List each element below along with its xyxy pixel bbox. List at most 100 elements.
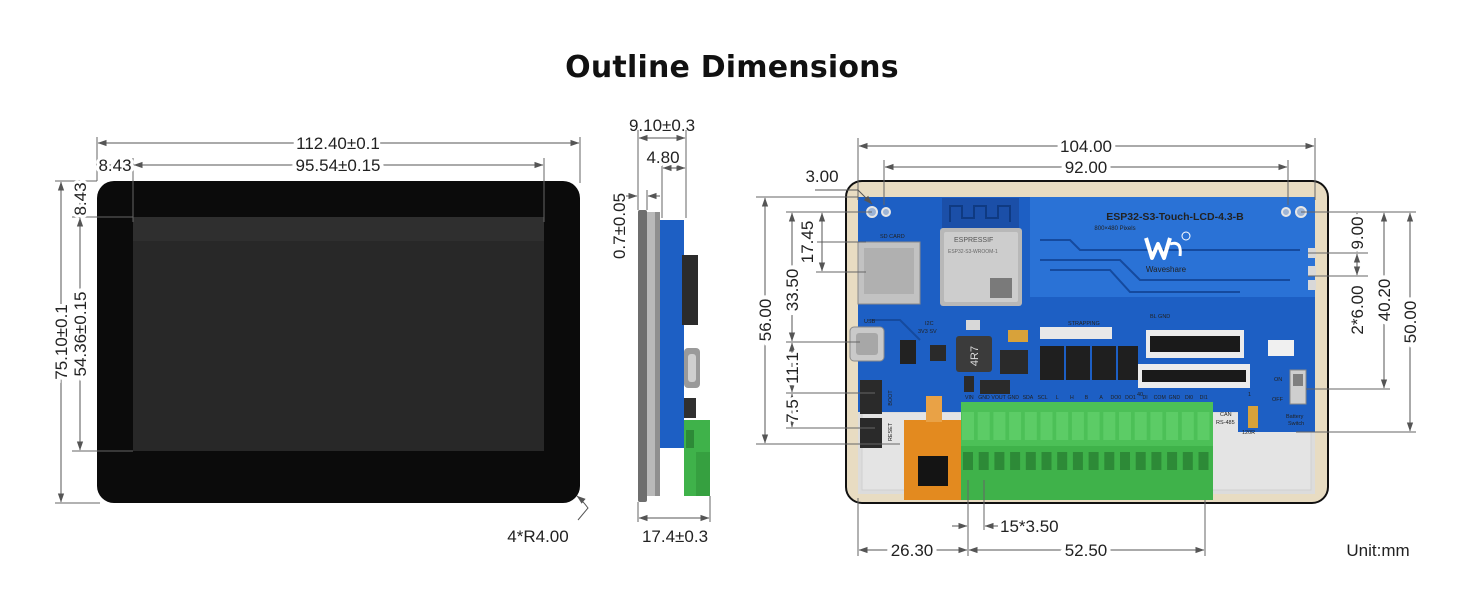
waveshare-logo — [1144, 231, 1191, 260]
terminal-pin-label: COM — [1154, 395, 1166, 401]
terminal-pin-label: SCL — [1038, 395, 1048, 401]
touch-flex-chip — [918, 456, 948, 486]
dip-switch — [1248, 406, 1258, 428]
terminal-slot — [1166, 412, 1179, 440]
dim-active-height: 54.36±0.15 — [71, 292, 90, 377]
terminal-screw — [1120, 452, 1130, 470]
pcb-traces — [870, 239, 1300, 341]
relay-array — [1040, 346, 1138, 380]
terminal-slot — [977, 412, 990, 440]
dim-9-00: 9.00 — [1348, 216, 1367, 249]
terminal-pin-label: VIN — [965, 395, 974, 401]
battery-connector — [1268, 340, 1294, 356]
dim-terminal-offset: 26.30 — [891, 541, 934, 560]
terminal-screws — [962, 412, 1210, 470]
esp32-qr-code — [990, 278, 1012, 298]
terminal-pin-label: DI1 — [1200, 395, 1208, 401]
dim-hole-offset-leader — [815, 189, 873, 205]
dim-terminal-pitch: 15*3.50 — [1000, 517, 1059, 536]
rs485-label: RS-485 — [1216, 420, 1235, 426]
terminal-screw — [1072, 452, 1083, 470]
dim-hole-offset: 3.00 — [805, 167, 838, 186]
dim-50-00: 50.00 — [1401, 301, 1420, 344]
dim-2x6-00: 2*6.00 — [1348, 285, 1367, 334]
sd-card-label: SD CARD — [880, 234, 905, 240]
active-area — [133, 217, 544, 451]
terminal-slot — [1087, 412, 1100, 440]
board-resolution: 800×480 Pixels — [1094, 226, 1135, 232]
terminal-screw — [1025, 452, 1036, 470]
pin-1-label: 1 — [1248, 392, 1251, 398]
on-label: ON — [1274, 377, 1282, 383]
terminal-slot — [1119, 412, 1131, 440]
off-label: OFF — [1272, 397, 1284, 403]
front-extension-lines — [55, 137, 581, 504]
front-view: 112.40±0.1 95.54±0.15 8.43 75.10±0.1 54.… — [48, 130, 589, 546]
mounting-hole-tr — [1281, 207, 1291, 217]
dim-usb-offset: 33.50 — [783, 269, 802, 312]
i2c-label: I2C — [925, 321, 934, 327]
terminal-slot — [1071, 412, 1084, 440]
reset-button — [860, 418, 882, 448]
unit-label: Unit:mm — [1346, 541, 1409, 560]
dim-40-20: 40.20 — [1375, 279, 1394, 322]
terminal-pin-label: VOUT — [991, 395, 1006, 401]
usb-label: USB — [864, 319, 876, 325]
page-title: Outline Dimensions — [565, 50, 899, 85]
boot-label: BOOT — [888, 390, 894, 406]
dim-connector-depth: 17.4±0.3 — [642, 527, 708, 546]
battery-switch-knob — [1293, 374, 1303, 386]
side-lcd-shadow — [655, 212, 660, 496]
terminal-screw — [1151, 452, 1162, 470]
board-name: ESP32-S3-Touch-LCD-4.3-B — [1106, 211, 1244, 223]
side-view: 9.10±0.3 4.80 0.7±0.05 17.4±0.3 — [610, 116, 711, 546]
side-terminal-screw — [686, 430, 694, 448]
terminal-pin-label: SDA — [1023, 395, 1034, 401]
dim-sd-offset: 17.45 — [798, 221, 817, 264]
esp32-antenna — [942, 198, 1019, 228]
dim-pcb-height: 56.00 — [756, 299, 775, 342]
waveshare-logo-hook — [1169, 241, 1182, 257]
i2c-pins-label: 3V3 SV — [918, 329, 937, 335]
fpc-connector-bottom-slot — [1142, 370, 1246, 382]
side-glass — [638, 210, 647, 502]
dim-hole-spacing: 92.00 — [1065, 158, 1108, 177]
dim-pcb-width: 104.00 — [1060, 137, 1112, 156]
active-area-highlight — [133, 217, 544, 241]
side-usb-port-inner — [688, 354, 696, 382]
esp32-antenna-trace — [949, 205, 1011, 222]
terminal-screw — [1010, 452, 1021, 470]
inductor — [956, 336, 992, 372]
inductor-label: 4R7 — [969, 346, 981, 366]
terminal-screw — [1182, 452, 1193, 470]
dim-7-5: 7.5 — [783, 399, 802, 423]
terminal-slot — [993, 412, 1006, 440]
terminal-pin-label: GND — [978, 395, 990, 401]
terminal-screw — [978, 452, 989, 470]
terminal-screw — [1167, 452, 1178, 470]
terminal-slot — [962, 412, 974, 440]
terminal-slot — [1009, 412, 1022, 440]
terminal-pin-label: DI — [1142, 395, 1147, 401]
mounting-hole-tl2 — [881, 207, 891, 217]
dim-top-margin: 8.43 — [71, 182, 90, 215]
waveshare-logo-mark — [1144, 237, 1172, 260]
back-view: ESPRESSIF ESP32-S3-WROOM-1 SD CARD USB I… — [752, 133, 1424, 564]
dim-11-1: 11.1 — [783, 352, 802, 384]
usb-c-port-inner — [856, 333, 878, 355]
side-pin-header — [684, 398, 696, 418]
terminal-screw — [1104, 452, 1115, 470]
dim-corner-radius: 4*R4.00 — [507, 527, 568, 546]
dim-front-width: 112.40±0.1 — [296, 134, 380, 153]
bl-gnd-label: BL GND — [1150, 314, 1170, 320]
terminal-slot — [1150, 412, 1163, 440]
dim-pcb-offset: 4.80 — [646, 148, 679, 167]
terminal-screw — [1057, 452, 1068, 470]
terminal-screw — [1198, 452, 1209, 470]
dim-left-margin: 8.43 — [98, 156, 131, 175]
terminal-pin-label: H — [1070, 395, 1074, 401]
terminal-slot — [1103, 412, 1116, 440]
waveshare-logo-registered — [1181, 231, 1191, 241]
